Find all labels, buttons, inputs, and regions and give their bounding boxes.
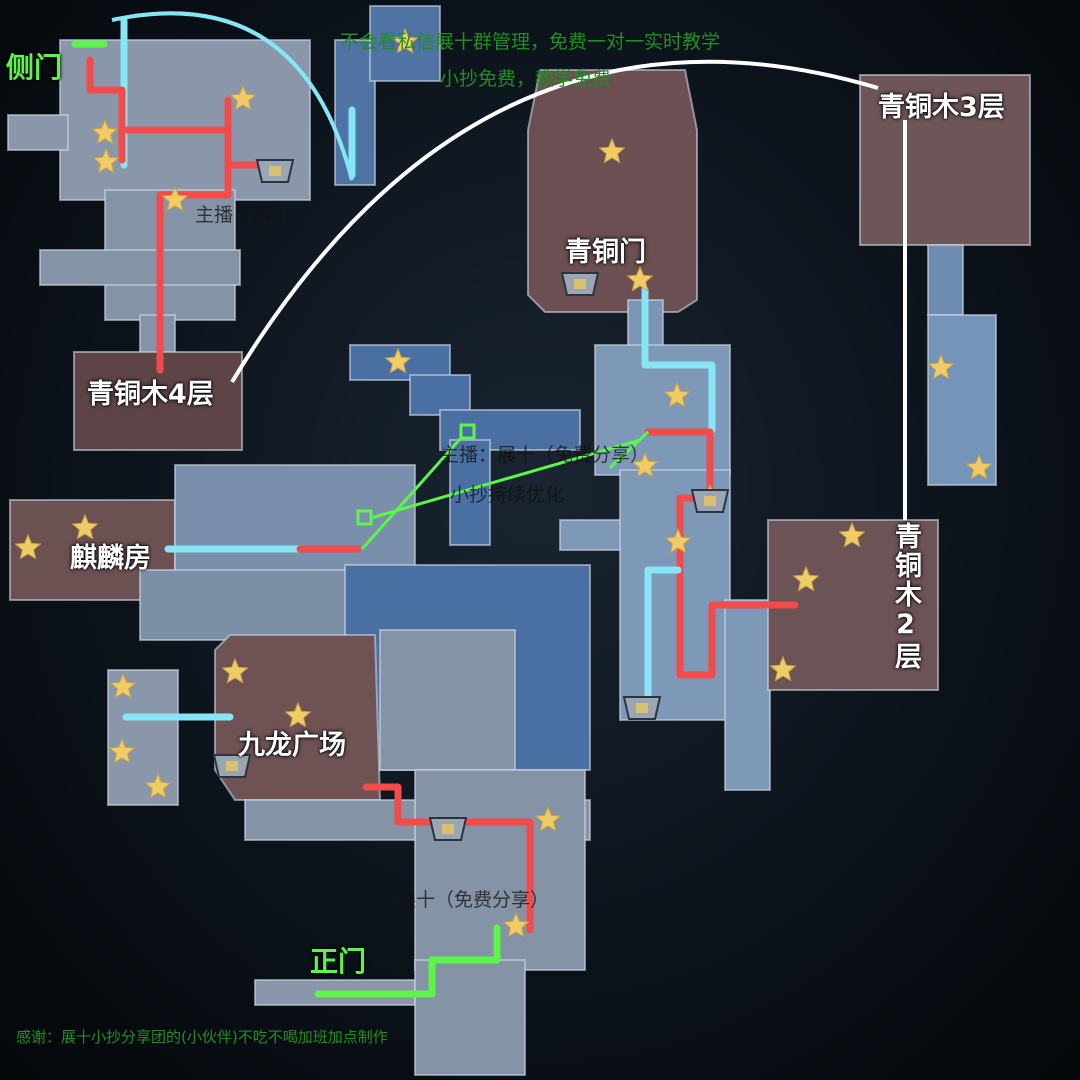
watermark-optimize: 小抄持续优化	[450, 484, 565, 506]
star-icon	[664, 527, 692, 554]
treasure-chest-icon	[212, 754, 252, 778]
star-icon	[769, 655, 797, 682]
route-green	[314, 924, 501, 998]
route-white-arc	[230, 59, 879, 384]
room-bronze-wood-3f	[859, 74, 1031, 246]
star-icon	[534, 805, 562, 832]
room	[927, 244, 964, 316]
credits-text: 感谢：展十小抄分享团的(小伙伴)不吃不喝加班加点制作	[16, 1028, 388, 1046]
route-cyan	[641, 286, 716, 434]
label-bronze-wood-2f: 青铜木2层	[890, 522, 921, 671]
route-red	[118, 96, 232, 374]
label-side-gate: 侧门	[6, 51, 63, 84]
treasure-chest-icon	[560, 272, 600, 296]
watermark-streamer: 主播：展十	[195, 204, 291, 226]
room-bronze-gate	[527, 69, 698, 313]
label-bronze-gate: 青铜门	[565, 237, 646, 268]
star-icon	[14, 533, 42, 560]
label-nine-dragon-plaza: 九龙广场	[238, 730, 346, 761]
star-icon	[384, 347, 412, 374]
star-icon	[144, 772, 172, 799]
room	[379, 629, 516, 771]
watermark-top-line1: 不会看私信展十群管理，免费一对一实时教学	[340, 31, 721, 53]
room	[927, 314, 997, 486]
room	[174, 464, 416, 576]
star-icon	[927, 353, 955, 380]
star-icon	[108, 737, 136, 764]
star-icon	[792, 565, 820, 592]
label-bronze-wood-4f: 青铜木4层	[87, 379, 214, 410]
star-icon	[626, 265, 654, 292]
star-icon	[229, 84, 257, 111]
star-icon	[838, 521, 866, 548]
label-qilin-room: 麒麟房	[70, 543, 151, 574]
star-icon	[663, 381, 691, 408]
watermark-streamer: 主播：展十（免费分享）	[440, 444, 650, 466]
route-red	[86, 56, 126, 164]
treasure-chest-icon	[622, 696, 662, 720]
watermark-streamer: 主播：展十（免费分享）	[340, 889, 550, 911]
star-icon	[109, 672, 137, 699]
room	[724, 599, 771, 791]
star-icon	[391, 27, 419, 54]
route-red	[362, 783, 534, 934]
route-cyan-arc	[111, 11, 354, 181]
room	[7, 114, 69, 151]
star-icon	[631, 451, 659, 478]
room	[39, 249, 241, 286]
star-icon	[161, 185, 189, 212]
route-green-guides	[356, 423, 650, 550]
route-cyan	[644, 566, 682, 704]
rooms	[7, 5, 1031, 1076]
star-icon	[91, 118, 119, 145]
star-icon	[71, 513, 99, 540]
route-red	[644, 428, 799, 679]
room	[409, 374, 471, 416]
star-icon	[284, 701, 312, 728]
treasure-chest-icon	[690, 489, 730, 513]
star-icon	[598, 137, 626, 164]
star-icon	[92, 147, 120, 174]
treasure-chest-icon	[255, 159, 295, 183]
treasure-chest-icon	[428, 817, 468, 841]
star-icon	[965, 453, 993, 480]
label-bronze-wood-3f: 青铜木3层	[878, 92, 1005, 123]
room	[369, 5, 441, 82]
label-main-gate: 正门	[310, 945, 367, 978]
chests-layer	[212, 159, 730, 841]
stars-layer	[14, 27, 993, 938]
watermark-top-line2: 小抄免费，教学免费	[440, 68, 612, 90]
star-icon	[221, 657, 249, 684]
star-icon	[502, 911, 530, 938]
